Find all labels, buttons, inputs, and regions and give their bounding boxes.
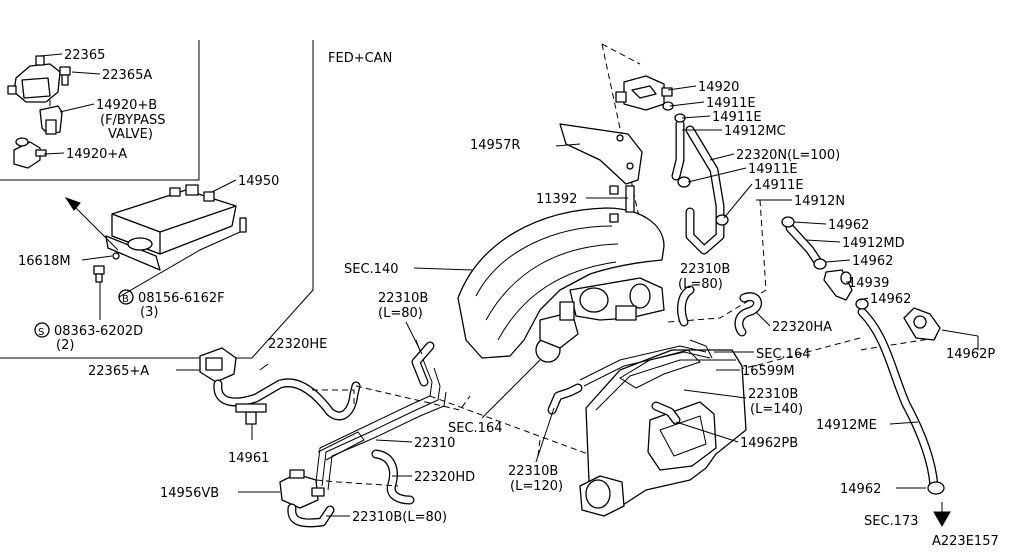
hose-14912md xyxy=(785,223,823,267)
label-14962p: 14962P xyxy=(946,347,995,362)
clamp-14962-top xyxy=(781,216,827,270)
label-08156: 08156-6162F xyxy=(138,291,225,306)
valve-14920a xyxy=(13,137,47,169)
stud-11392 xyxy=(609,185,635,223)
label-14956vb: 14956VB xyxy=(160,486,219,501)
label-sec173: SEC.173 xyxy=(864,514,919,529)
sensor-22365a xyxy=(199,347,237,383)
label-14912n: 14912N xyxy=(794,194,845,209)
hose-22310b-l140 xyxy=(651,401,681,425)
valve-sec164 xyxy=(535,301,579,363)
label-11392: 11392 xyxy=(536,192,577,207)
intake-manifold xyxy=(457,207,665,359)
label-08156-qty: (3) xyxy=(140,305,158,320)
label-14962-1: 14962 xyxy=(828,218,869,233)
label-22320n: 22320N(L=100) xyxy=(736,148,840,163)
label-22320ha: 22320HA xyxy=(772,320,832,335)
hose-22310b-l80-right xyxy=(677,285,695,327)
hose-22320n xyxy=(685,125,725,255)
label-22320he: 22320HE xyxy=(268,337,327,352)
bracket-14962p xyxy=(903,307,941,341)
tube-bundle-22310 xyxy=(315,339,447,491)
label-22310b-120: 22310B xyxy=(508,464,558,479)
label-22310b-80-left-len: (L=80) xyxy=(378,306,423,321)
label-22310b-80-right: 22310B xyxy=(680,262,730,277)
bolt-22365a xyxy=(59,66,71,86)
label-08363-qty: (2) xyxy=(56,338,74,353)
label-14962-4: 14962 xyxy=(840,482,881,497)
label-14912mc: 14912MC xyxy=(724,124,786,139)
bolt-08363 xyxy=(93,265,105,283)
solenoid-valve-14956vb xyxy=(279,469,325,509)
hose-22320he xyxy=(213,378,361,421)
clamps-14911e xyxy=(662,101,729,226)
marker-b-letter: B xyxy=(122,294,129,305)
label-14912md: 14912MD xyxy=(842,236,905,251)
label-sec140: SEC.140 xyxy=(344,262,399,277)
sensor-22365 xyxy=(7,55,61,103)
variant-note: FED+CAN xyxy=(328,51,392,66)
marker-b: B xyxy=(118,289,134,305)
label-22365a: 22365A xyxy=(102,68,152,83)
label-22310b-120-len: (L=120) xyxy=(510,479,563,494)
fuel-tank xyxy=(579,349,747,517)
hose-22310b-l80-left xyxy=(411,341,435,387)
label-14962-2: 14962 xyxy=(852,254,893,269)
label-22310b-80-right-len: (L=80) xyxy=(678,277,723,292)
purge-valve-14920 xyxy=(615,75,673,111)
hose-22310b-l120 xyxy=(547,383,583,415)
canister-14950 xyxy=(105,184,247,271)
label-14950: 14950 xyxy=(238,174,279,189)
arrow-sec173 xyxy=(933,502,951,528)
label-14961: 14961 xyxy=(228,451,269,466)
label-sec164-left: SEC.164 xyxy=(448,421,503,436)
label-22320hd: 22320HD xyxy=(414,470,475,485)
hose-22320ha xyxy=(734,292,762,337)
label-14957r: 14957R xyxy=(470,138,520,153)
label-22310b-140: 22310B xyxy=(748,387,798,402)
label-14912me: 14912ME xyxy=(816,418,877,433)
label-22365: 22365 xyxy=(64,48,105,63)
clamp-14962-lower xyxy=(855,298,945,495)
label-16599m: 16599M xyxy=(742,364,795,379)
bracket-14957r xyxy=(559,123,643,185)
clip-14961 xyxy=(235,403,267,425)
hose-22310b-l80-bottom xyxy=(287,503,335,528)
label-14911e-4: 14911E xyxy=(754,178,804,193)
label-14920a: 14920+A xyxy=(66,147,127,162)
hose-14912mc xyxy=(671,119,685,181)
label-22310b-80-left: 22310B xyxy=(378,291,428,306)
label-valve: VALVE) xyxy=(108,127,153,142)
label-14911e-3: 14911E xyxy=(748,162,798,177)
label-14920: 14920 xyxy=(698,80,739,95)
label-14962-3: 14962 xyxy=(870,292,911,307)
bypass-valve-14920b xyxy=(39,100,63,135)
label-16618m: 16618M xyxy=(18,254,71,269)
tank-top-lines xyxy=(579,339,713,387)
inset-frame xyxy=(0,40,314,359)
label-14939: 14939 xyxy=(848,276,889,291)
label-08363: 08363-6202D xyxy=(54,324,143,339)
label-14911e-2: 14911E xyxy=(712,110,762,125)
figure-id: A223E157 xyxy=(932,534,999,549)
label-14920b: 14920+B xyxy=(96,98,157,113)
hose-14912me xyxy=(857,307,939,491)
label-14911e-1: 14911E xyxy=(706,96,756,111)
label-14962pb: 14962PB xyxy=(740,436,798,451)
label-22310: 22310 xyxy=(414,436,455,451)
hose-22320hd xyxy=(371,449,415,505)
connector-14939 xyxy=(823,269,853,301)
part-labels: FED+CAN 22365 22365A 14920+B (F/BYPASS V… xyxy=(18,48,999,549)
label-22365-plus-a: 22365+A xyxy=(88,364,149,379)
label-sec164-right: SEC.164 xyxy=(756,347,811,362)
marker-s-letter: S xyxy=(38,327,44,338)
marker-s: S xyxy=(34,322,50,338)
label-22310b-140-len: (L=140) xyxy=(750,402,803,417)
label-22310b-80-bottom: 22310B(L=80) xyxy=(352,510,447,525)
canister-bracket-arrow xyxy=(64,197,120,260)
leader-lines xyxy=(39,53,979,517)
label-fbypass: (F/BYPASS xyxy=(100,113,165,128)
